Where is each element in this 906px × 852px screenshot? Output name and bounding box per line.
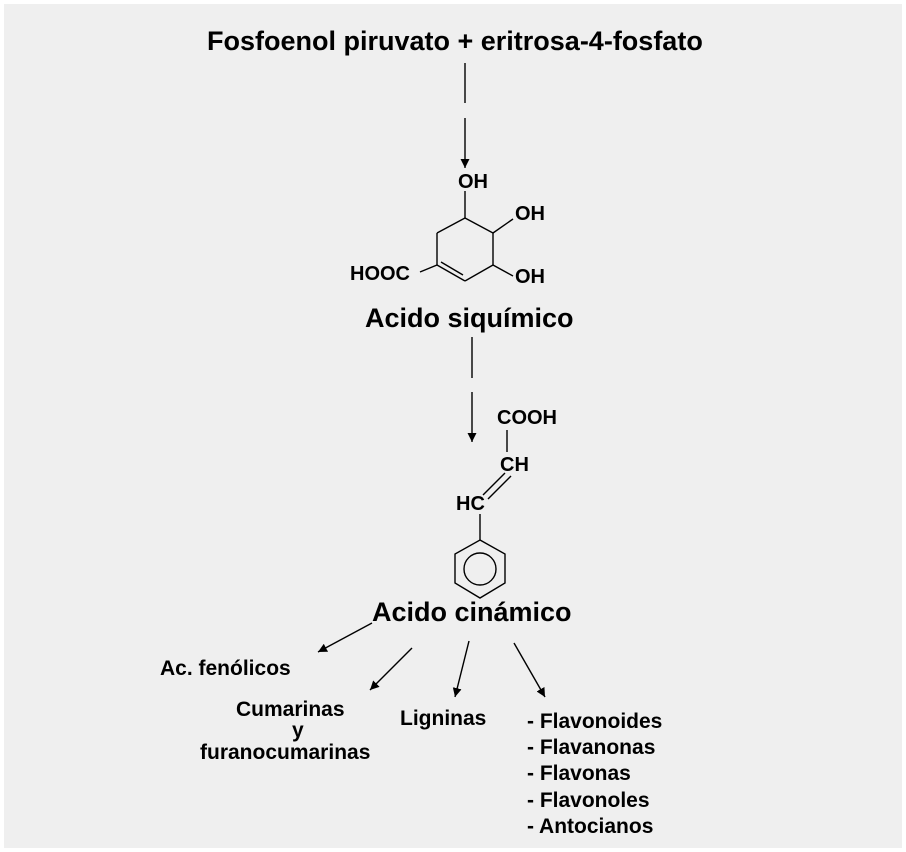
shikimic-oh-right: OH xyxy=(515,203,545,225)
arrow-to-lignins xyxy=(452,640,470,698)
cinnamic-acid-label: Acido cinámico xyxy=(372,597,572,627)
shikimic-bond xyxy=(436,264,466,282)
shikimic-bond xyxy=(464,217,494,234)
product-flavonoid-item: - Flavonas xyxy=(527,762,631,785)
shikimic-acid-label: Acido siquímico xyxy=(365,303,574,333)
shikimic-oh-top: OH xyxy=(458,171,488,193)
arrow-to-coumarins xyxy=(369,647,413,691)
cinnamic-cooh-group: COOH xyxy=(497,407,557,429)
arrow-to-flavonoids xyxy=(513,642,546,698)
cinnamic-acid-structure xyxy=(454,430,512,599)
shikimic-oh-bottom: OH xyxy=(515,266,545,288)
cinnamic-hc-group: HC xyxy=(456,493,485,515)
cinnamic-double-bond xyxy=(482,472,506,496)
shikimic-bond xyxy=(492,264,514,277)
product-flavonoid-item: - Antocianos xyxy=(527,815,654,838)
pathway-title: Fosfoenol piruvato + eritrosa-4-fosfato xyxy=(207,26,703,56)
product-lignins: Ligninas xyxy=(400,707,487,730)
product-coumarins-line3: furanocumarinas xyxy=(200,741,371,764)
shikimic-bond xyxy=(419,264,438,273)
arrow-to-phenolic xyxy=(317,622,373,653)
shikimic-double-bond xyxy=(440,261,464,276)
diagram-panel xyxy=(4,4,902,848)
shikimic-bond xyxy=(492,218,514,234)
shikimic-acid-structure xyxy=(419,191,514,282)
benzene-ring-circle xyxy=(463,552,497,586)
cinnamic-double-bond xyxy=(487,475,512,500)
product-flavonoid-item: - Flavanonas xyxy=(527,736,656,759)
shikimic-bond xyxy=(436,217,466,234)
shikimic-bond xyxy=(464,264,494,282)
benzene-ring xyxy=(454,539,506,599)
product-flavonoid-item: - Flavonoles xyxy=(527,789,650,812)
product-coumarins-line2: y xyxy=(292,719,304,742)
cinnamic-ch-group: CH xyxy=(500,454,529,476)
product-phenolic-acids: Ac. fenólicos xyxy=(160,657,291,680)
product-flavonoid-item: - Flavonoides xyxy=(527,710,663,733)
shikimic-cooh-group: HOOC xyxy=(350,263,410,285)
product-coumarins-line1: Cumarinas xyxy=(236,698,345,721)
